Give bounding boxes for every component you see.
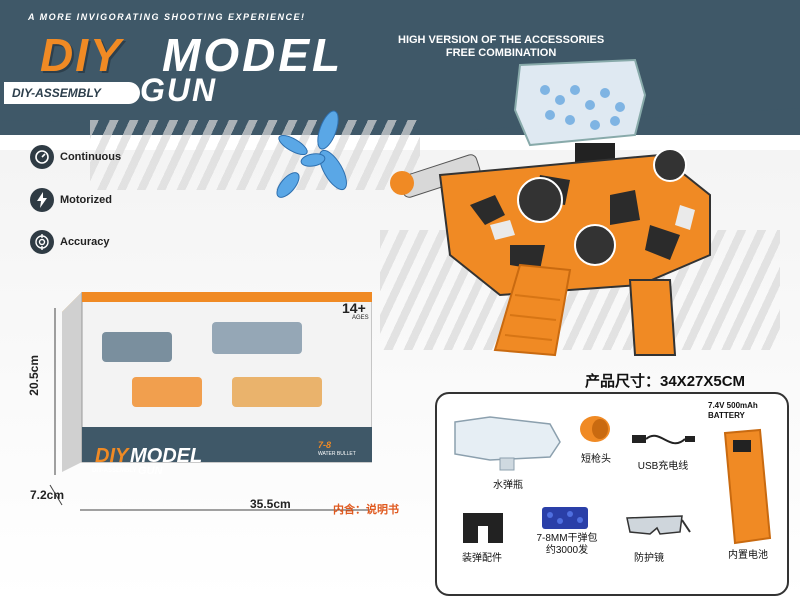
headline-line-1: HIGH VERSION OF THE ACCESSORIES <box>398 34 605 46</box>
box-logo-assembly: DIY-ASSEMBLY <box>92 468 137 474</box>
box-ammo-size: 7-8 <box>318 440 332 450</box>
accessory-label: 防护镜 <box>634 553 664 564</box>
target-icon <box>30 230 54 254</box>
dimension-height: 20.5cm <box>27 355 41 396</box>
feature-motorized: Motorized <box>30 188 112 212</box>
accessory-label: 短枪头 <box>581 454 611 465</box>
feature-label: Accuracy <box>60 236 110 248</box>
feature-label: Continuous <box>60 151 122 163</box>
battery-spec-line-1: 7.4V 500mAh <box>708 401 758 410</box>
usb-cable-image <box>632 434 695 445</box>
headline: HIGH VERSION OF THE ACCESSORIES FREE COM… <box>398 34 604 60</box>
contents-note: 内含：说明书 <box>333 504 399 516</box>
gel-blaster-gun-image <box>390 58 711 357</box>
battery-spec-line-2: BATTERY <box>708 411 745 420</box>
short-muzzle-image <box>580 416 610 442</box>
feature-continuous: Continuous <box>30 145 121 169</box>
dimension-lines <box>49 308 370 511</box>
logo-assembly: DIY-ASSEMBLY <box>12 86 101 100</box>
accessory-label: 装弹配件 <box>462 553 502 564</box>
water-bottle-scope-image <box>454 416 561 471</box>
accessory-label: 内置电池 <box>728 550 768 561</box>
logo-gun: GUN <box>140 72 218 108</box>
tire-tread-decoration <box>90 120 420 190</box>
box-ammo-sub: WATER BULLET <box>318 451 356 457</box>
box-logo-gun: GUN <box>138 465 163 477</box>
battery-magazine-image <box>723 428 772 545</box>
box-age-sub: AGES <box>352 315 369 321</box>
box-age-badge: 14+ <box>342 300 366 316</box>
tagline: A MORE INVIGORATING SHOOTING EXPERIENCE! <box>28 12 306 22</box>
logo-diy: DIY <box>40 29 123 81</box>
box-logo-diy: DIY <box>95 445 129 467</box>
loading-tool-image <box>463 513 503 543</box>
accessory-label: USB充电线 <box>637 461 689 472</box>
box-logo-model: MODEL <box>130 445 203 467</box>
gauge-icon <box>30 145 54 169</box>
gel-bead-pack-image <box>542 507 588 529</box>
headline-line-2: FREE COMBINATION <box>445 47 557 59</box>
feature-accuracy: Accuracy <box>30 230 110 254</box>
logo-model: MODEL <box>162 29 344 81</box>
dimension-width: 35.5cm <box>250 497 291 511</box>
dimension-depth: 7.2cm <box>30 488 65 502</box>
battery-spec: 7.4V 500mAh BATTERY <box>708 401 758 421</box>
accessory-label: 水弹瓶 <box>493 480 523 491</box>
packaging-box-image <box>62 292 372 472</box>
feature-label: Motorized <box>60 194 112 206</box>
product-size: 产品尺寸：34X27X5CM <box>585 373 746 390</box>
safety-goggles-image <box>626 515 691 535</box>
lightning-icon <box>30 188 54 212</box>
logo-assembly-plate <box>4 82 140 104</box>
water-bullet-burst-image <box>276 110 347 198</box>
accessory-label: 7-8MM干弹包 约3000发 <box>536 533 598 556</box>
